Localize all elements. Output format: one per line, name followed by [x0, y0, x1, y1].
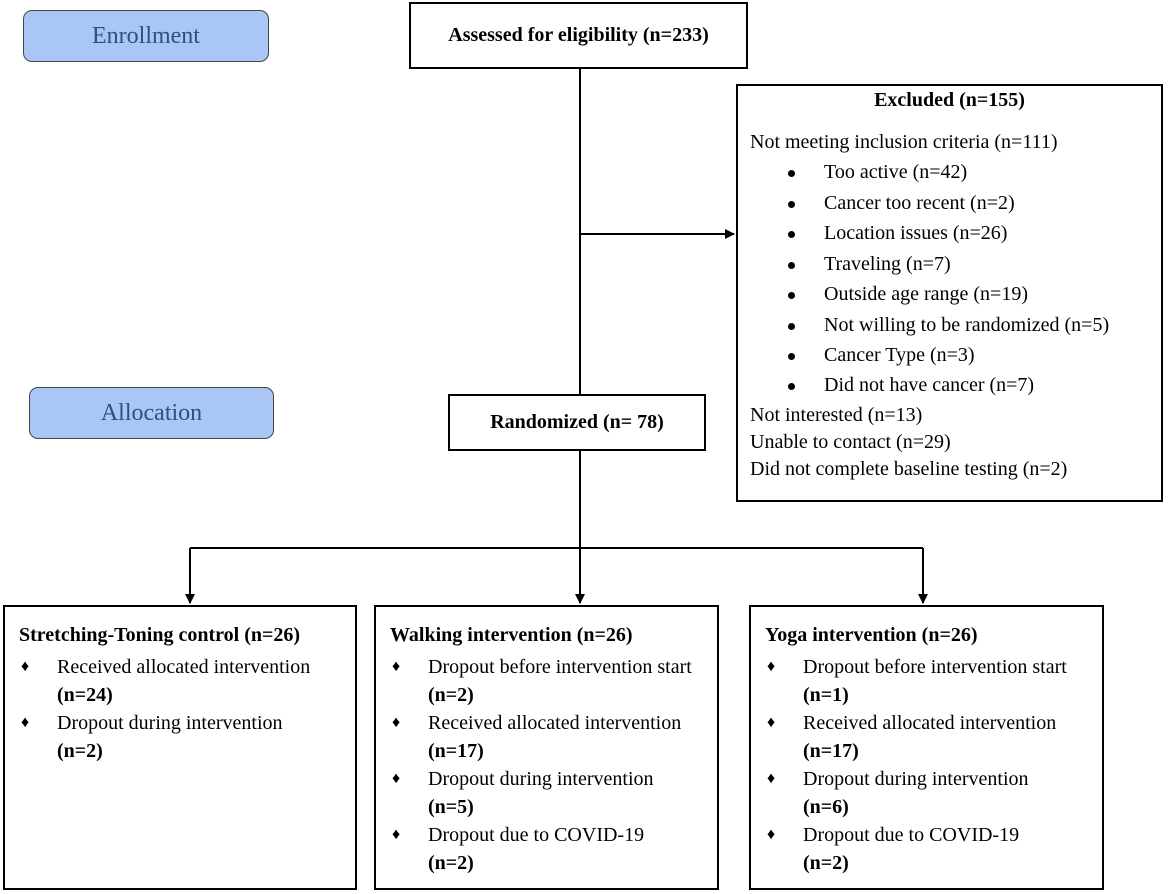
incomplete-baseline: Did not complete baseline testing (n=2)	[750, 458, 1068, 480]
diamond-bullet-icon: ♦	[392, 826, 401, 843]
assessed-box: Assessed for eligibility (n=233)	[409, 2, 748, 69]
arm-title: Yoga intervention (n=26)	[765, 624, 978, 646]
assessed-text: Assessed for eligibility (n=233)	[448, 24, 709, 46]
arm-title: Walking intervention (n=26)	[390, 624, 633, 646]
diamond-bullet-icon: ♦	[21, 658, 30, 675]
bullet-icon	[788, 292, 795, 299]
not-meeting-criteria: Not meeting inclusion criteria (n=111)	[750, 131, 1058, 153]
bullet-icon	[788, 201, 795, 208]
bullet-icon	[788, 353, 795, 360]
diamond-bullet-icon: ♦	[767, 714, 776, 731]
diamond-bullet-icon: ♦	[21, 714, 30, 731]
bullet-icon	[788, 231, 795, 238]
arm-item: ♦ Dropout due to COVID-19 (n=2)	[765, 821, 1094, 877]
enrollment-stage-label: Enrollment	[23, 10, 269, 62]
arm-item: ♦ Dropout during intervention (n=5)	[390, 765, 709, 821]
allocation-stage-label: Allocation	[29, 387, 274, 439]
bullet-icon	[788, 170, 795, 177]
arm-item: ♦ Dropout during intervention (n=6)	[765, 765, 1094, 821]
arm-items: ♦ Dropout before intervention start (n=1…	[765, 653, 1094, 877]
randomized-box: Randomized (n= 78)	[448, 394, 706, 451]
randomized-text: Randomized (n= 78)	[490, 411, 664, 433]
bullet-icon	[788, 262, 795, 269]
arm-item: ♦ Dropout during intervention (n=2)	[19, 709, 347, 765]
arm-item: ♦ Received allocated intervention (n=24)	[19, 653, 347, 709]
diamond-bullet-icon: ♦	[767, 658, 776, 675]
arm-items: ♦ Received allocated intervention (n=24)…	[19, 653, 347, 765]
arm-item: ♦ Dropout due to COVID-19 (n=2)	[390, 821, 709, 877]
unable-to-contact: Unable to contact (n=29)	[750, 431, 951, 453]
arm-item: ♦ Received allocated intervention (n=17)	[390, 709, 709, 765]
diamond-bullet-icon: ♦	[392, 770, 401, 787]
arm-title: Stretching-Toning control (n=26)	[19, 624, 301, 646]
walking-arm-box: Walking intervention (n=26) ♦ Dropout be…	[374, 605, 719, 890]
yoga-arm-box: Yoga intervention (n=26) ♦ Dropout befor…	[749, 605, 1104, 890]
bullet-icon	[788, 383, 795, 390]
arm-items: ♦ Dropout before intervention start (n=2…	[390, 653, 709, 877]
diamond-bullet-icon: ♦	[392, 714, 401, 731]
arm-item: ♦ Dropout before intervention start (n=1…	[765, 653, 1094, 709]
diamond-bullet-icon: ♦	[392, 658, 401, 675]
arm-item: ♦ Dropout before intervention start (n=2…	[390, 653, 709, 709]
stretching-arm-box: Stretching-Toning control (n=26) ♦ Recei…	[3, 605, 357, 890]
arm-item: ♦ Received allocated intervention (n=17)	[765, 709, 1094, 765]
excluded-title: Excluded (n=155)	[874, 89, 1025, 111]
not-interested: Not interested (n=13)	[750, 404, 923, 426]
diamond-bullet-icon: ♦	[767, 826, 776, 843]
bullet-icon	[788, 323, 795, 330]
diamond-bullet-icon: ♦	[767, 770, 776, 787]
excluded-box: Excluded (n=155) Not meeting inclusion c…	[736, 84, 1163, 502]
